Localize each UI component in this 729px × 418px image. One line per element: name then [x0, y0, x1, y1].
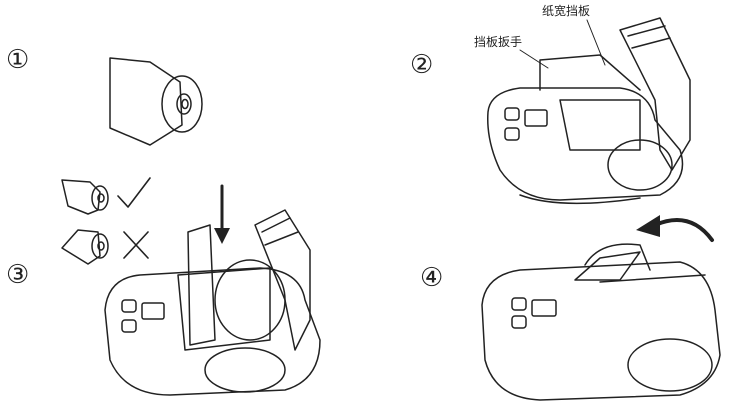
printer-loading-step3 — [104, 209, 321, 396]
wrong-roll-orientation — [61, 229, 109, 265]
cross-icon — [123, 231, 149, 259]
step-4-number: ④ — [420, 263, 444, 293]
guide-lever-label: 挡板扳手 — [474, 35, 523, 49]
paper-width-guide-label: 纸宽挡板 — [542, 4, 591, 18]
check-icon — [117, 177, 151, 208]
step-2-number: ② — [410, 50, 434, 80]
callout-line-lever — [519, 49, 549, 69]
correct-roll-orientation — [61, 179, 109, 215]
step-3-number: ③ — [6, 260, 30, 290]
paper-roll-illustration — [109, 57, 203, 146]
step-1-number: ① — [6, 45, 30, 75]
printer-open-step2 — [487, 17, 691, 205]
close-cover-arrow-icon — [653, 218, 714, 242]
callout-line-guide — [586, 19, 606, 66]
printer-closed-step4 — [481, 243, 721, 401]
